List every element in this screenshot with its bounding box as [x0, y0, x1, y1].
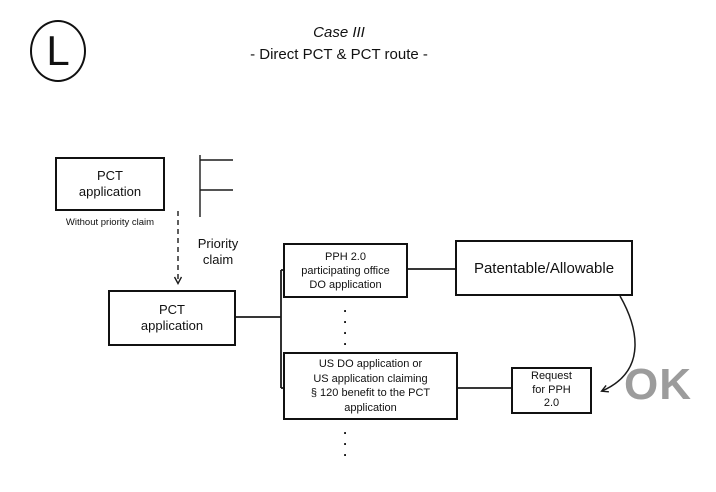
priority-claim-label: Priority claim	[197, 236, 239, 267]
case-subtitle: - Direct PCT & PCT route -	[250, 46, 428, 63]
ok-stamp: OK	[624, 360, 692, 409]
pct-application-box: PCT application	[108, 290, 236, 346]
without-priority-claim-caption: Without priority claim	[65, 217, 155, 228]
patentable-allowable-box: Patentable/Allowable	[455, 240, 633, 296]
pph-office-do-application-box: PPH 2.0 participating office DO applicat…	[283, 243, 408, 298]
vertical-ellipsis-top: . . . .	[343, 300, 347, 348]
us-do-application-box: US DO application or US application clai…	[283, 352, 458, 420]
pct-application-without-priority-box: PCT application	[55, 157, 165, 211]
case-title: Case III	[313, 24, 365, 41]
vertical-ellipsis-bottom: . . .	[343, 422, 347, 459]
request-for-pph-box: Request for PPH 2.0	[511, 367, 592, 414]
corner-letter-badge: L	[30, 20, 86, 82]
